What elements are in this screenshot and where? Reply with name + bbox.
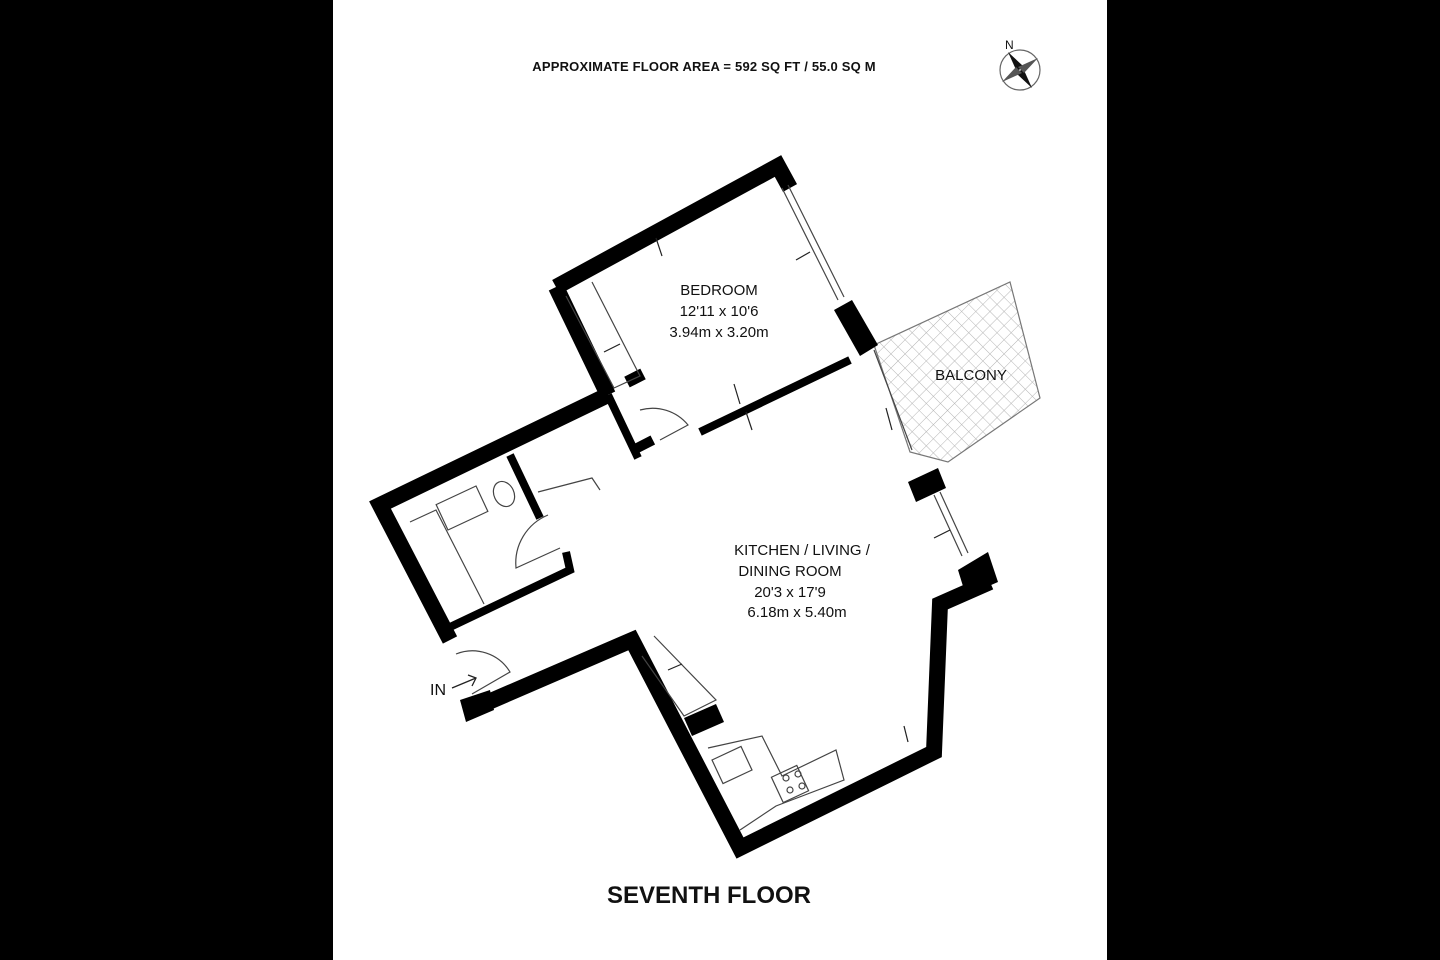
floor-title: SEVENTH FLOOR xyxy=(606,882,811,909)
entrance-arrow-icon xyxy=(451,674,477,689)
balcony-area xyxy=(873,281,1041,463)
living-metric: 6.18m x 5.40m xyxy=(747,604,846,621)
fixtures-and-openings xyxy=(409,184,969,831)
interior-walls xyxy=(446,356,852,632)
compass-north-label: N xyxy=(1005,38,1014,52)
dimension-arrows xyxy=(603,237,951,743)
balcony-name: BALCONY xyxy=(935,367,1007,384)
compass-rose xyxy=(999,49,1041,91)
living-name-line1: KITCHEN / LIVING / xyxy=(734,542,871,559)
wall-piers xyxy=(460,300,998,736)
bedroom-metric: 3.94m x 3.20m xyxy=(669,324,768,341)
exterior-walls xyxy=(369,155,994,859)
bedroom-name: BEDROOM xyxy=(680,282,758,299)
living-name-line2: DINING ROOM xyxy=(738,563,841,580)
entrance-label: IN xyxy=(430,682,446,699)
living-imperial: 20'3 x 17'9 xyxy=(754,584,826,601)
floor-area-text: APPROXIMATE FLOOR AREA = 592 SQ FT / 55.… xyxy=(532,59,876,74)
bedroom-imperial: 12'11 x 10'6 xyxy=(680,303,759,320)
